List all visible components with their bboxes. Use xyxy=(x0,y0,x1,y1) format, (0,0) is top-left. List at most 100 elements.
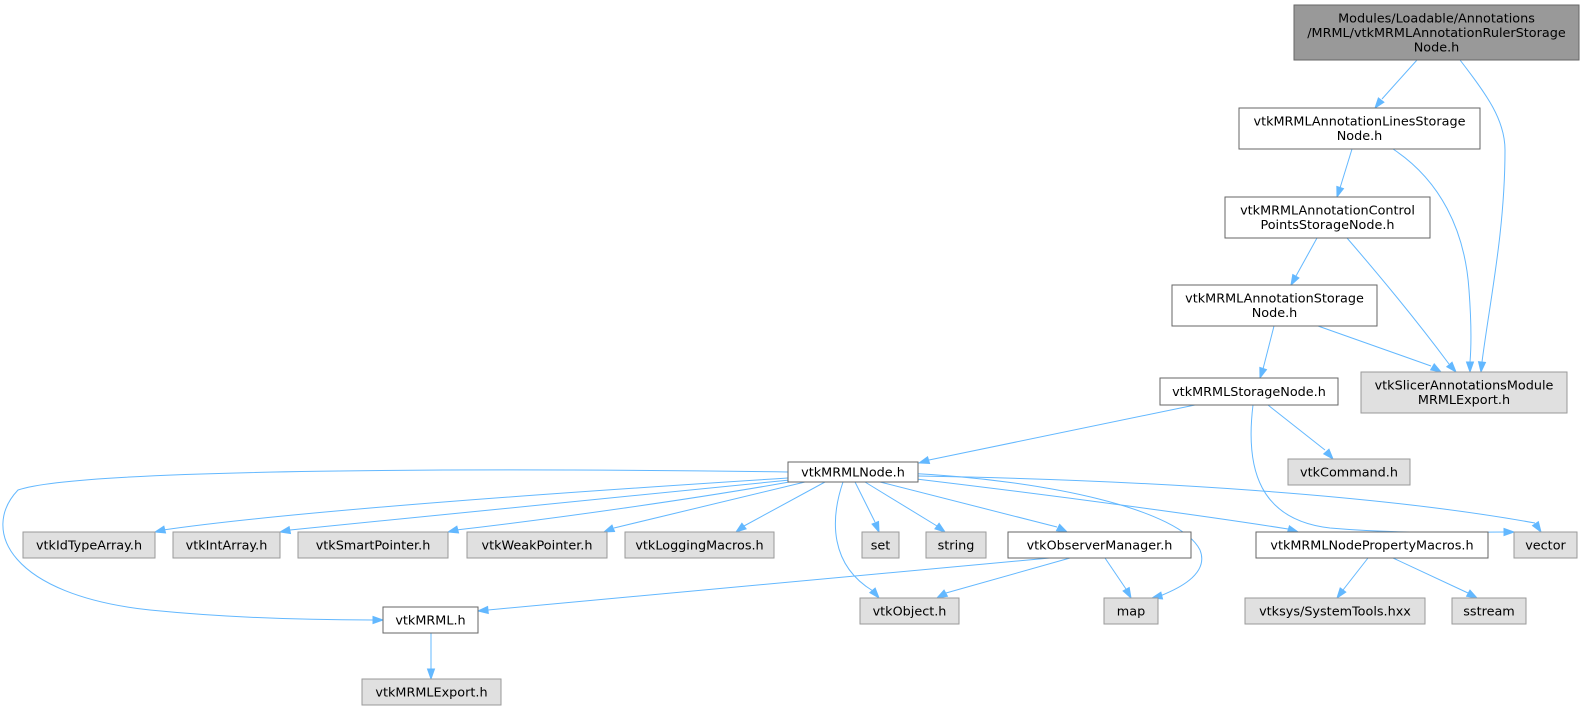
arrowhead xyxy=(446,525,460,534)
node-label-line: vtkObserverManager.h xyxy=(1027,538,1173,553)
node-label-line: vtkSlicerAnnotationsModule xyxy=(1375,379,1554,394)
arrowhead xyxy=(476,605,489,615)
edge-root-to-export_annot xyxy=(1459,59,1506,374)
edge-lines_storage-to-ctrl_storage xyxy=(1336,148,1353,199)
edge-mrml_node-to-smart_pointer xyxy=(446,480,796,534)
node-mrml-node[interactable]: vtkMRMLNode.h xyxy=(787,461,919,483)
edge-line xyxy=(1339,148,1353,189)
node-label-line: sstream xyxy=(1463,604,1515,619)
edge-storage_node-to-vtk_command xyxy=(1267,404,1335,461)
edge-line xyxy=(904,472,1203,597)
node-mrml-export: vtkMRMLExport.h xyxy=(361,678,502,706)
edge-node_prop_macros-to-sstream xyxy=(1392,557,1479,599)
edge-mrml_node-to-id_type_array xyxy=(153,477,789,534)
edge-observer_manager-to-map xyxy=(1104,557,1132,600)
node-box xyxy=(1287,458,1411,486)
node-label-line: vtkMRMLNode.h xyxy=(801,465,905,480)
node-smart-pointer: vtkSmartPointer.h xyxy=(297,531,449,559)
node-label-line: Node.h xyxy=(1337,129,1383,144)
edge-line xyxy=(613,481,806,529)
node-label-line: vtkCommand.h xyxy=(1300,465,1398,480)
node-label-line: vtkLoggingMacros.h xyxy=(635,538,763,553)
node-map: map xyxy=(1103,597,1159,625)
edge-line xyxy=(1459,59,1506,363)
arrowhead xyxy=(153,525,167,534)
edge-observer_manager-to-mrml_h xyxy=(476,557,1051,615)
node-label-line: Node.h xyxy=(1252,306,1298,321)
edge-storage_node-to-mrml_node xyxy=(917,404,1196,465)
node-box xyxy=(1244,597,1426,625)
node-box xyxy=(361,678,502,706)
node-mrml-h[interactable]: vtkMRML.h xyxy=(382,606,479,634)
edge-annot_storage-to-storage_node xyxy=(1259,325,1275,380)
node-label-line: vtkMRMLExport.h xyxy=(375,685,487,700)
node-weak-pointer: vtkWeakPointer.h xyxy=(466,531,608,559)
node-sstream: sstream xyxy=(1451,597,1527,625)
edge-mrml_node-to-string xyxy=(864,481,947,533)
node-storage-node[interactable]: vtkMRMLStorageNode.h xyxy=(1159,377,1339,406)
edge-line xyxy=(945,557,1071,594)
arrowhead xyxy=(1259,366,1268,380)
edge-line xyxy=(1342,557,1369,591)
node-box xyxy=(787,461,919,483)
node-label-line: vtkObject.h xyxy=(873,604,947,619)
node-label-line: vtkIdTypeArray.h xyxy=(36,538,142,553)
edge-line xyxy=(1295,237,1318,277)
edge-line xyxy=(879,481,1058,528)
node-box xyxy=(1513,531,1578,559)
edge-line xyxy=(1104,557,1127,590)
edge-line xyxy=(854,481,876,523)
arrowhead xyxy=(868,587,880,600)
edge-line xyxy=(2,469,789,621)
edge-mrml_node-to-weak_pointer xyxy=(602,481,806,533)
arrowhead xyxy=(426,668,436,681)
arrowhead xyxy=(1477,361,1487,374)
edge-line xyxy=(743,481,826,527)
node-box xyxy=(1451,597,1527,625)
node-label-line: Node.h xyxy=(1414,40,1460,55)
node-label-line: map xyxy=(1117,604,1145,619)
node-label-line: Modules/Loadable/Annotations xyxy=(1338,11,1535,26)
node-box xyxy=(1103,597,1159,625)
edge-line xyxy=(162,477,789,531)
edge-line xyxy=(864,481,938,527)
arrowhead xyxy=(1336,587,1347,600)
edge-line xyxy=(928,404,1196,461)
edge-mrml_node-to-int_array xyxy=(278,479,791,535)
edge-line xyxy=(289,479,791,531)
arrowhead xyxy=(1429,362,1443,373)
node-box xyxy=(1007,531,1192,559)
node-box xyxy=(1360,371,1568,414)
node-box xyxy=(297,531,449,559)
node-label-line: vtkMRMLAnnotationControl xyxy=(1240,204,1415,219)
arrowhead xyxy=(1336,185,1345,199)
node-set: set xyxy=(861,531,900,559)
node-box xyxy=(1171,284,1378,327)
node-label-line: MRMLExport.h xyxy=(1418,393,1510,408)
arrowhead xyxy=(1286,524,1300,534)
node-box xyxy=(1238,107,1481,150)
node-label-line: vtkMRMLStorageNode.h xyxy=(1172,385,1326,400)
node-label-line: set xyxy=(871,538,891,553)
node-label-line: PointsStorageNode.h xyxy=(1260,218,1394,233)
edge-mrml_node-to-node_prop_macros xyxy=(907,477,1300,534)
node-node-prop-macros[interactable]: vtkMRMLNodePropertyMacros.h xyxy=(1255,531,1489,559)
edge-line xyxy=(1392,557,1469,594)
edge-observer_manager-to-vtk_object xyxy=(935,557,1071,599)
node-root[interactable]: Modules/Loadable/Annotations/MRML/vtkMRM… xyxy=(1293,4,1580,61)
edges-layer xyxy=(2,59,1542,681)
node-ctrl-storage[interactable]: vtkMRMLAnnotationControlPointsStorageNod… xyxy=(1224,196,1431,239)
edge-mrml_node-to-vtk_object xyxy=(834,481,880,600)
node-box xyxy=(1159,377,1339,406)
edge-line xyxy=(917,475,1536,524)
edge-line xyxy=(907,477,1289,530)
arrowhead xyxy=(934,522,947,533)
node-box xyxy=(925,531,987,559)
node-vtk-command: vtkCommand.h xyxy=(1287,458,1411,486)
arrowhead xyxy=(1531,520,1542,534)
arrowhead xyxy=(278,525,292,535)
node-observer-manager[interactable]: vtkObserverManager.h xyxy=(1007,531,1192,559)
